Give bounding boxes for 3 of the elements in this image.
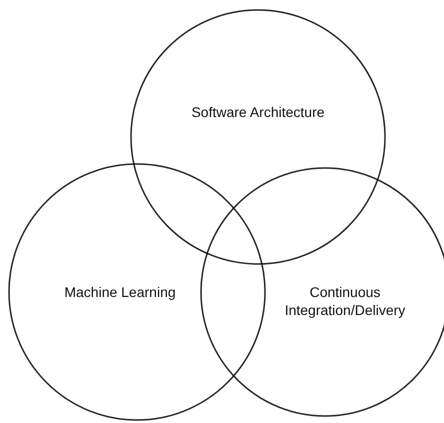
set-label: Software Architecture [190,103,326,121]
set-label: Continuous Integration/Delivery [284,283,406,319]
set-label: Machine Learning [63,283,177,301]
